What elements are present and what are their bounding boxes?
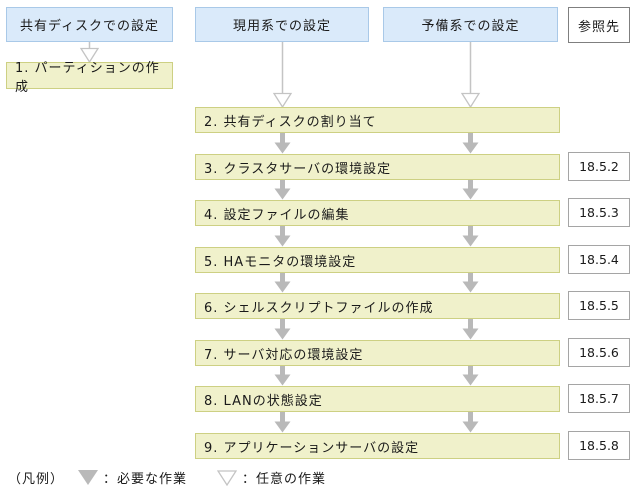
step-box-8: 8. LANの状態設定 (195, 386, 560, 412)
required-arrow-icon (462, 319, 479, 340)
ref-box-18-5-5: 18.5.5 (568, 291, 630, 320)
step-box-2: 2. 共有ディスクの割り当て (195, 107, 560, 133)
required-arrow-icon (274, 273, 291, 293)
required-arrow-icon (274, 366, 291, 386)
ref-box-18-5-7: 18.5.7 (568, 384, 630, 413)
required-arrow-icon (462, 180, 479, 200)
legend-prefix-label: （凡例） (8, 472, 65, 487)
column-header-active-system: 現用系での設定 (195, 7, 369, 42)
required-arrow-icon (274, 180, 291, 200)
required-arrow-icon (462, 226, 479, 247)
required-arrow-icon (462, 273, 479, 293)
column-header-standby-system: 予備系での設定 (383, 7, 558, 42)
column-header-shared-disk: 共有ディスクでの設定 (6, 7, 173, 42)
legend-required-label: ：必要な作業 (103, 472, 188, 487)
required-arrow-icon (462, 133, 479, 154)
required-arrow-icon (462, 366, 479, 386)
optional-arrow-icon (79, 42, 100, 64)
optional-arrow-icon (460, 42, 481, 109)
step-box-6: 6. シェルスクリプトファイルの作成 (195, 293, 560, 319)
reference-column-header: 参照先 (568, 7, 630, 43)
step-box-3: 3. クラスタサーバの環境設定 (195, 154, 560, 180)
required-arrow-icon (274, 412, 291, 433)
required-arrow-legend-icon (78, 470, 99, 485)
ref-box-18-5-4: 18.5.4 (568, 245, 630, 274)
required-arrow-icon (274, 133, 291, 154)
step-box-9: 9. アプリケーションサーバの設定 (195, 433, 560, 459)
legend: （凡例） ：必要な作業 ：任意の作業 (8, 468, 326, 487)
required-arrow-icon (274, 319, 291, 340)
optional-arrow-legend-icon (216, 469, 238, 486)
step-box-1: 1. パーティションの作成 (6, 61, 173, 95)
required-arrow-icon (274, 226, 291, 247)
required-arrow-icon (462, 412, 479, 433)
step-box-5: 5. HAモニタの環境設定 (195, 247, 560, 273)
optional-arrow-icon (272, 42, 293, 109)
ref-box-18-5-6: 18.5.6 (568, 338, 630, 367)
step-box-4: 4. 設定ファイルの編集 (195, 200, 560, 226)
ref-box-18-5-2: 18.5.2 (568, 152, 630, 181)
step-box-7: 7. サーバ対応の環境設定 (195, 340, 560, 366)
ref-box-18-5-8: 18.5.8 (568, 431, 630, 460)
ref-box-18-5-3: 18.5.3 (568, 198, 630, 227)
legend-optional-label: ：任意の作業 (242, 472, 327, 487)
